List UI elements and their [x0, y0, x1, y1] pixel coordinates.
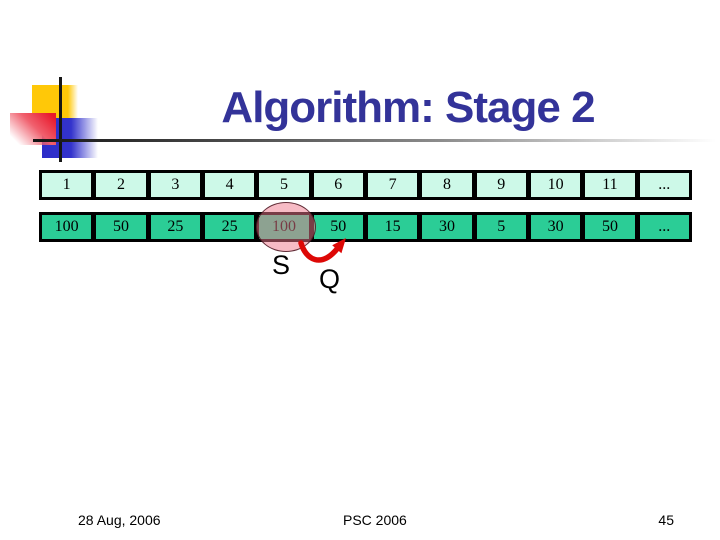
curved-arrow-icon	[298, 238, 346, 263]
value-cell: ...	[639, 215, 689, 239]
index-cell: 6	[313, 173, 363, 197]
footer-conference: PSC 2006	[343, 512, 407, 528]
index-cell: 5	[259, 173, 309, 197]
footer-date: 28 Aug, 2006	[78, 512, 161, 528]
deco-vertical-line	[59, 77, 62, 162]
index-cell: ...	[639, 173, 689, 197]
highlight-ellipse	[256, 202, 316, 252]
value-cell: 25	[204, 215, 255, 239]
value-row: 100 50 25 25 100 50 15 30 5 30 50 ...	[39, 212, 692, 242]
index-cell: 3	[150, 173, 200, 197]
value-cell: 100	[42, 215, 92, 239]
index-cell: 7	[367, 173, 418, 197]
index-cell: 11	[585, 173, 635, 197]
index-cell: 8	[422, 173, 472, 197]
value-cell: 30	[422, 215, 472, 239]
value-cell: 25	[150, 215, 200, 239]
title-divider-line	[33, 139, 716, 142]
index-row: 1 2 3 4 5 6 7 8 9 10 11 ...	[39, 170, 692, 200]
value-cell: 50	[585, 215, 635, 239]
slide-number-label: 45	[658, 512, 674, 528]
index-cell: 9	[476, 173, 526, 197]
value-cell: 5	[476, 215, 526, 239]
index-cell: 10	[530, 173, 581, 197]
value-cell: 50	[313, 215, 363, 239]
index-cell: 2	[96, 173, 146, 197]
slide-title: Algorithm: Stage 2	[221, 83, 595, 132]
index-cell: 4	[204, 173, 255, 197]
index-cell: 1	[42, 173, 92, 197]
value-cell: 50	[96, 215, 146, 239]
deco-yellow-square	[32, 85, 78, 118]
value-cell: 30	[530, 215, 581, 239]
value-cell: 15	[367, 215, 418, 239]
s-label: S	[272, 250, 291, 280]
q-label: Q	[319, 264, 341, 294]
